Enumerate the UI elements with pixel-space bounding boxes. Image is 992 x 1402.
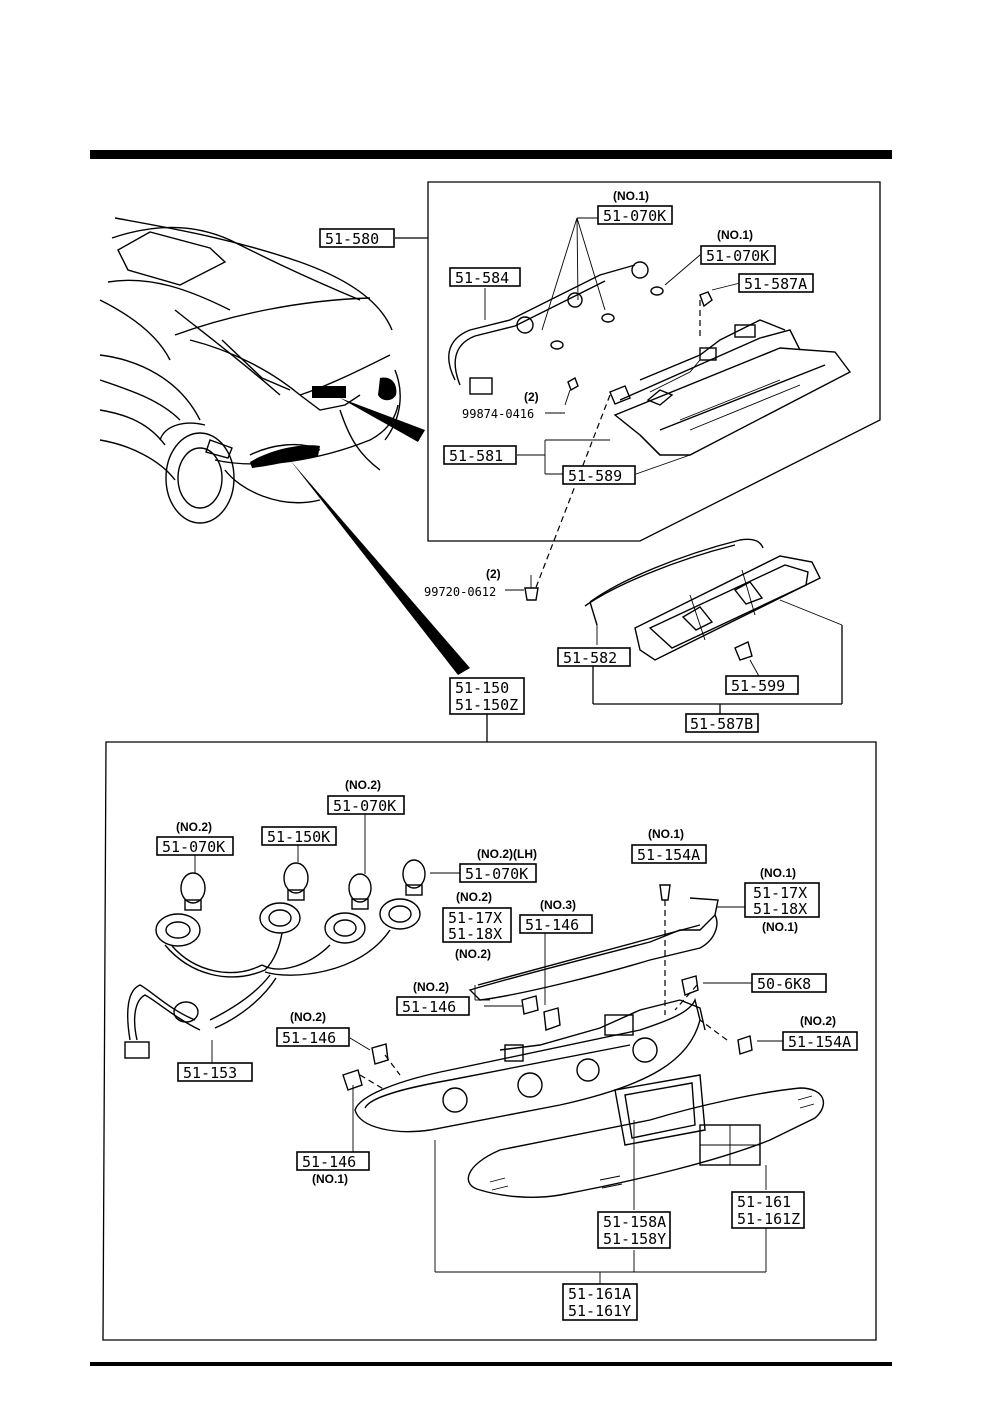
- note-no3: (NO.3): [540, 898, 576, 912]
- label-51-584: 51-584: [455, 269, 509, 287]
- note-no2-b: (NO.2): [176, 820, 212, 834]
- note-no1-c: (NO.1): [648, 827, 684, 841]
- label-51-150k: 51-150K: [267, 828, 330, 846]
- label-51-161: 51-161: [737, 1193, 791, 1211]
- note-no2-f: (NO.2): [290, 1010, 326, 1024]
- note-qty-2-b: (2): [486, 567, 501, 581]
- label-51-150: 51-150: [455, 679, 509, 697]
- label-51-158y: 51-158Y: [603, 1230, 666, 1248]
- screw-99720-icon: [505, 575, 539, 601]
- label-50-6k8: 50-6K8: [757, 975, 811, 993]
- label-51-070k-e: 51-070K: [465, 865, 528, 883]
- note-no1-f: (NO.1): [312, 1172, 348, 1186]
- label-51-17x-b: 51-17X: [448, 909, 502, 927]
- label-51-18x-b: 51-18X: [448, 925, 502, 943]
- note-no2-c: (NO.2): [456, 890, 492, 904]
- label-51-161a: 51-161A: [568, 1285, 631, 1303]
- note-no2-lh: (NO.2)(LH): [477, 847, 537, 861]
- stop-lamp-assembly: [448, 217, 852, 591]
- label-51-599: 51-599: [731, 677, 785, 695]
- label-51-146-c: 51-146: [282, 1029, 336, 1047]
- label-51-146-a: 51-146: [525, 916, 579, 934]
- label-51-161z: 51-161Z: [737, 1210, 800, 1228]
- label-51-158a: 51-158A: [603, 1213, 666, 1231]
- note-no2-d: (NO.2): [455, 947, 491, 961]
- bulb-socket-harness: [124, 812, 460, 1063]
- screw-99720-0612: 99720-0612: [424, 585, 496, 599]
- label-51-589: 51-589: [568, 467, 622, 485]
- label-51-581: 51-581: [449, 447, 503, 465]
- label-51-17x-a: 51-17X: [753, 884, 807, 902]
- tail-lamp-housing: [342, 884, 825, 1284]
- label-51-150z: 51-150Z: [455, 696, 518, 714]
- label-51-587a: 51-587A: [744, 275, 807, 293]
- label-51-070k-c: 51-070K: [333, 797, 396, 815]
- note-no2-a: (NO.2): [345, 778, 381, 792]
- label-51-580: 51-580: [325, 230, 379, 248]
- label-51-582: 51-582: [563, 649, 617, 667]
- car-illustration: [99, 217, 470, 675]
- bulb-icon: [283, 862, 309, 901]
- note-no2-e: (NO.2): [413, 980, 449, 994]
- bulb-icon: [348, 873, 372, 910]
- note-qty-2-a: (2): [524, 390, 539, 404]
- label-51-146-d: 51-146: [302, 1153, 356, 1171]
- label-51-154a-right: 51-154A: [788, 1033, 851, 1051]
- bulb-icon: [402, 859, 426, 896]
- spoiler-assembly: [584, 538, 843, 714]
- label-51-070k-d: 51-070K: [162, 838, 225, 856]
- label-51-154a-top: 51-154A: [637, 846, 700, 864]
- note-no1-a: (NO.1): [613, 189, 649, 203]
- label-51-070k-b: 51-070K: [706, 247, 769, 265]
- lower-group-box: [102, 741, 877, 1341]
- label-51-070k-a: 51-070K: [603, 207, 666, 225]
- label-51-161y: 51-161Y: [568, 1302, 631, 1320]
- label-51-153: 51-153: [183, 1064, 237, 1082]
- screw-99874-0416: 99874-0416: [462, 407, 534, 421]
- upper-group-box: [427, 181, 881, 542]
- bulb-icon: [180, 872, 206, 911]
- note-no1-d: (NO.1): [760, 866, 796, 880]
- note-no1-e: (NO.1): [762, 920, 798, 934]
- label-51-18x-a: 51-18X: [753, 900, 807, 918]
- label-51-146-b: 51-146: [402, 998, 456, 1016]
- note-no2-g: (NO.2): [800, 1014, 836, 1028]
- label-51-587b: 51-587B: [690, 715, 753, 733]
- note-no1-b: (NO.1): [717, 228, 753, 242]
- footer-rule: [90, 1362, 892, 1366]
- header-rule: [90, 150, 892, 159]
